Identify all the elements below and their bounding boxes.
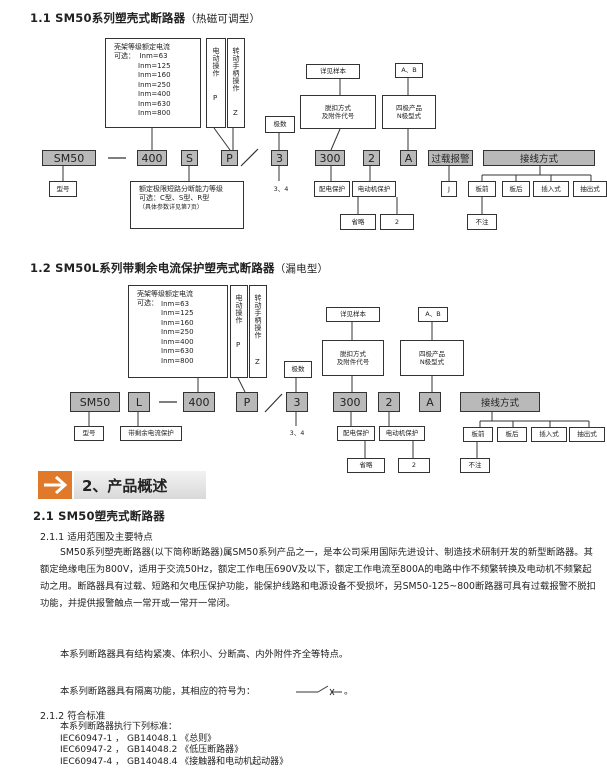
wiring-plugin-l: 插入式 — [531, 427, 567, 442]
wiring-front: 板前 — [468, 181, 496, 197]
omit-label-l: 省略 — [347, 458, 385, 473]
code-3: 3 — [271, 150, 288, 166]
code-2: 2 — [363, 150, 380, 166]
see-sample-box: 详见样本 — [306, 64, 360, 79]
alarm-code-j: J — [441, 181, 457, 197]
four-pole-box: 四极产品 N极型式 — [382, 95, 436, 129]
isolation-paragraph: 本系列断路器具有隔离功能，其相应的符号为： — [60, 683, 255, 700]
frame-current-box-l: 壳架等级额定电流 可选： Inm=63 Inm=125 Inm=160 Inm=… — [128, 285, 228, 378]
isolation-paragraph-end: 。 — [344, 683, 353, 700]
section-1-2-title: 1.2 SM50L系列带剩余电流保护塑壳式断路器（漏电型） — [30, 260, 328, 276]
code-300: 300 — [315, 150, 345, 166]
frame-current-box: 壳架等级额定电流 可选： Inm=63 Inm=125 Inm=160 Inm=… — [105, 38, 201, 128]
poles-label-l: 极数 — [284, 361, 312, 378]
code-overload-alarm: 过载报警 — [428, 150, 473, 166]
motor-code-2-l: 2 — [398, 458, 430, 473]
code-a-l: A — [419, 392, 441, 412]
no-note-label: 不注 — [467, 214, 497, 230]
intro-paragraph: SM50系列塑壳断路器(以下简称断路器)属SM50系列产品之一，是本公司采用国际… — [40, 544, 600, 612]
code-wiring: 接线方式 — [483, 150, 595, 166]
wiring-plugin: 插入式 — [533, 181, 569, 197]
release-mode-box-l: 脱扣方式 及附件代号 — [322, 340, 384, 376]
breaking-capacity-box: 额定极限短路分断能力等级 可选：C型、S型、R型 （具体参数详见第7页） — [130, 181, 244, 229]
wiring-drawout: 抽出式 — [573, 181, 607, 197]
section-2-1-1-title: 2.1.1 适用范围及主要特点 — [40, 529, 153, 543]
four-pole-box-l: 四极产品 N极型式 — [400, 340, 464, 376]
motor-code-2: 2 — [380, 214, 414, 230]
code-sm50-l: SM50 — [70, 392, 120, 412]
distribution-protection-l: 配电保护 — [337, 426, 375, 441]
features-paragraph: 本系列断路器具有结构紧凑、体积小、分断高、内外附件齐全等特点。 — [60, 646, 348, 663]
wiring-rear: 板后 — [502, 181, 530, 197]
no-note-label-l: 不注 — [460, 458, 490, 473]
code-wiring-l: 接线方式 — [460, 392, 540, 412]
code-a: A — [400, 150, 417, 166]
omit-label: 省略 — [340, 214, 376, 230]
section-2-1-title: 2.1 SM50塑壳式断路器 — [33, 508, 165, 524]
code-sm50: SM50 — [42, 150, 96, 166]
arrow-icon — [38, 471, 72, 499]
poles-options: 3、4 — [266, 181, 296, 197]
model-label-l: 型号 — [74, 426, 104, 441]
ab-box: A、B — [395, 63, 423, 78]
wiring-rear-l: 板后 — [497, 427, 527, 442]
standard-item: IEC60947-4 ， GB14048.4 《接触器和电动机起动器》 — [60, 757, 288, 768]
model-label: 型号 — [49, 181, 77, 197]
code-400-l: 400 — [183, 392, 215, 412]
motor-protection-l: 电动机保护 — [379, 426, 425, 441]
motor-protection: 电动机保护 — [352, 181, 396, 197]
standards-list: 本系列断路器执行下列标准： IEC60947-1 ， GB14048.1 《总则… — [60, 722, 288, 768]
code-p: P — [221, 150, 238, 166]
banner-title: 2、产品概述 — [74, 471, 206, 499]
code-3-l: 3 — [286, 392, 308, 412]
isolator-symbol — [296, 686, 342, 695]
release-mode-box: 脱扣方式 及附件代号 — [300, 95, 376, 129]
section-2-1-2-title: 2.1.2 符合标准 — [40, 708, 105, 722]
wiring-front-l: 板前 — [463, 427, 493, 442]
see-sample-box-l: 详见样本 — [326, 307, 380, 322]
code-p-l: P — [236, 392, 258, 412]
code-2-l: 2 — [378, 392, 400, 412]
rotary-handle-box-l: 转动手柄操作 Z — [249, 285, 267, 378]
rcd-label: 带剩余电流保护 — [120, 426, 182, 441]
poles-label: 极数 — [265, 116, 295, 133]
code-s: S — [181, 150, 198, 166]
wiring-drawout-l: 抽出式 — [569, 427, 605, 442]
standard-item: IEC60947-2 ， GB14048.2 《低压断路器》 — [60, 745, 288, 757]
ab-box-l: A、B — [418, 307, 448, 322]
standard-item: IEC60947-1 ， GB14048.1 《总则》 — [60, 734, 288, 746]
code-l: L — [128, 392, 150, 412]
rotary-handle-box: 转动手柄操作 Z — [227, 38, 245, 128]
code-400: 400 — [137, 150, 167, 166]
distribution-protection: 配电保护 — [314, 181, 350, 197]
poles-options-l: 3、4 — [282, 426, 312, 441]
section-banner: 2、产品概述 — [38, 471, 206, 499]
code-300-l: 300 — [333, 392, 367, 412]
electric-operation-box: 电动操作 P — [206, 38, 226, 128]
electric-operation-box-l: 电动操作 P — [230, 285, 248, 378]
